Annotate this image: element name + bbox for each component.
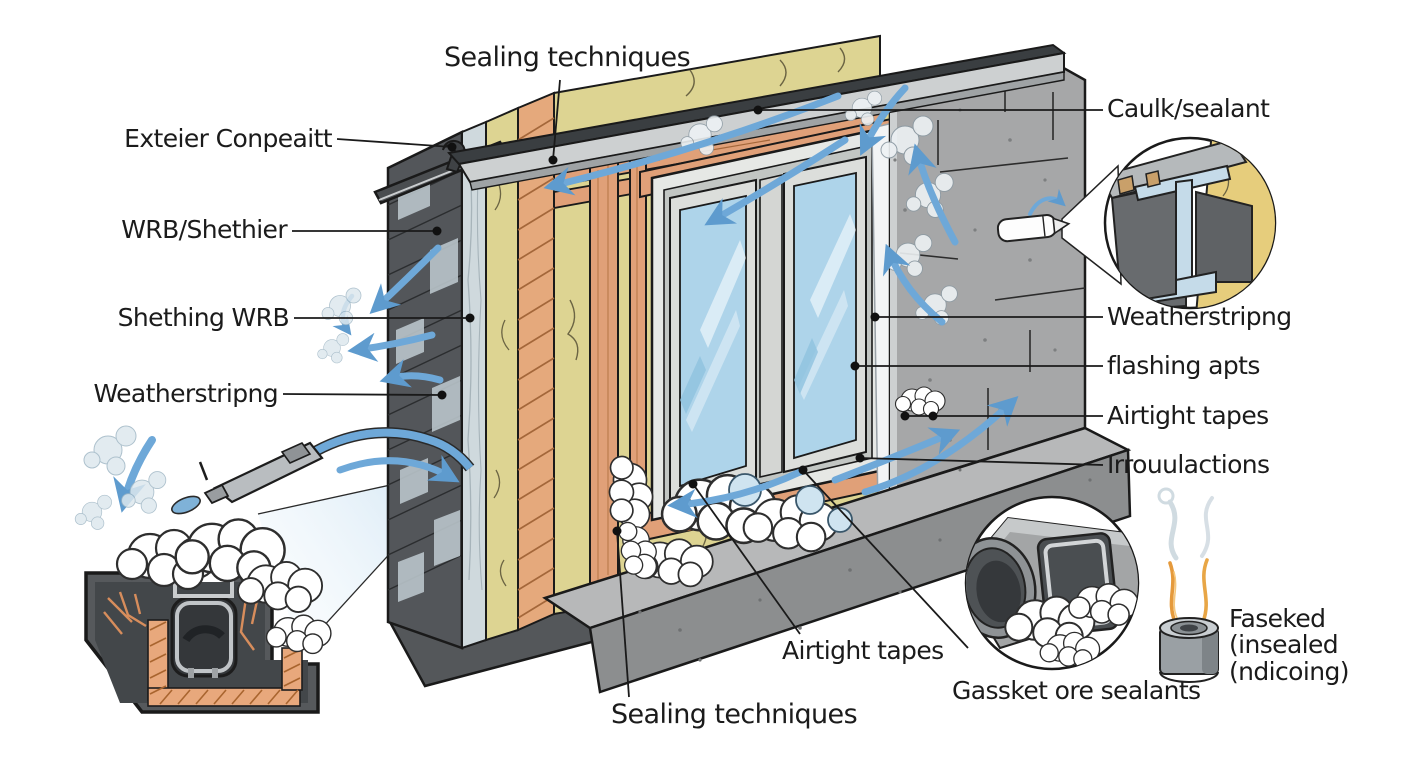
wall-assembly bbox=[373, 34, 1132, 694]
caulk-tube bbox=[996, 214, 1071, 243]
wrb-layer bbox=[461, 120, 487, 650]
label-caulk-sealant: Caulk/sealant bbox=[1107, 94, 1270, 123]
window bbox=[639, 116, 897, 543]
label-sealing-techniques-top: Sealing techniques bbox=[444, 42, 691, 73]
gasket-detail-callout bbox=[964, 495, 1140, 671]
label-smoke-sealed-line3: (ndicoing) bbox=[1229, 656, 1349, 686]
label-airtight-tapes-right: Airtight tapes bbox=[1107, 401, 1269, 430]
sealant-drip bbox=[171, 495, 201, 515]
label-weatherstripping-right: Weatherstripng bbox=[1107, 302, 1292, 331]
wiring-lines bbox=[103, 591, 260, 651]
label-flashing: flashing apts bbox=[1107, 351, 1260, 380]
siding-layer bbox=[386, 130, 464, 650]
duct-pipe bbox=[170, 596, 238, 678]
smoke-wisps bbox=[1157, 487, 1214, 561]
leader-lines bbox=[282, 79, 1104, 698]
leader-dots bbox=[432, 105, 938, 536]
glass-left bbox=[679, 194, 747, 488]
window-pane-left bbox=[669, 178, 757, 502]
window-pane-right bbox=[783, 155, 867, 474]
wall-coping bbox=[447, 43, 1067, 191]
label-insulation: Irrouulactions bbox=[1107, 450, 1270, 479]
label-smoke-sealed-line1: Faseked bbox=[1229, 604, 1326, 633]
label-sheathing-wrb: Shething WRB bbox=[117, 303, 290, 332]
duct-cutaway-detail bbox=[84, 518, 332, 714]
flame-icon bbox=[1168, 558, 1209, 624]
furring-strip-wood bbox=[517, 91, 555, 632]
smoke-canister bbox=[1157, 487, 1219, 683]
label-smoke-sealed: Faseked (insealed (ndicoing) bbox=[1229, 604, 1349, 686]
label-gasket-sealants: Gassket ore sealants bbox=[952, 676, 1201, 705]
label-sealing-techniques-bottom: Sealing techniques bbox=[611, 699, 858, 730]
insulation-strip bbox=[485, 106, 519, 642]
label-smoke-sealed-line2: (insealed bbox=[1229, 630, 1339, 660]
label-exterior-component: Exteier Conpeaitt bbox=[124, 124, 332, 153]
glass-right bbox=[793, 171, 857, 460]
label-wrb-sheathing: WRB/Shethier bbox=[121, 215, 287, 244]
window-mullion bbox=[759, 173, 783, 479]
label-airtight-tapes-bottom: Airtight tapes bbox=[782, 636, 944, 665]
round-pipe bbox=[966, 537, 1037, 639]
label-weatherstripping-left: Weatherstripng bbox=[93, 379, 279, 408]
